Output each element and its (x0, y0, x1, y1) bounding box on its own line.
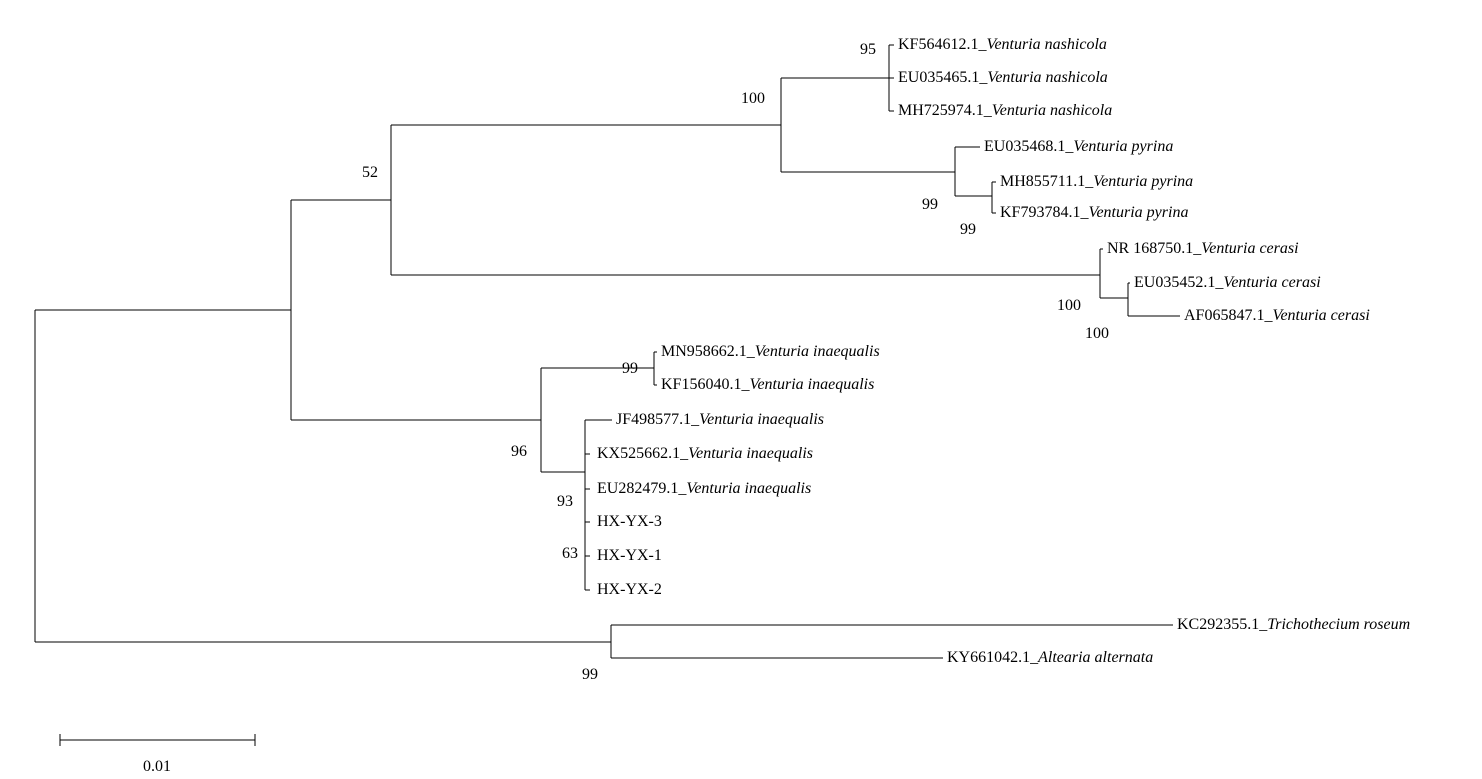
leaf-accession: NR 168750.1_ (1107, 240, 1202, 257)
leaf-label: KY661042.1_Altearia alternata (947, 649, 1153, 666)
leaf-label: KF156040.1_Venturia inaequalis (661, 376, 874, 393)
leaf-species: Venturia inaequalis (686, 480, 811, 497)
leaf-species: Venturia inaequalis (749, 376, 874, 393)
leaf-label: KC292355.1_Trichothecium roseum (1177, 616, 1410, 633)
leaf-accession: KF156040.1_ (661, 376, 750, 393)
leaf-label: EU035465.1_Venturia nashicola (898, 69, 1108, 86)
bootstrap-value: 93 (557, 493, 573, 510)
leaf-species: Venturia nashicola (992, 102, 1112, 119)
leaf-accession: EU035465.1_ (898, 69, 988, 86)
bootstrap-value: 52 (362, 164, 378, 181)
leaf-species: Venturia inaequalis (699, 411, 824, 428)
leaf-label: HX-YX-2 (597, 581, 662, 598)
leaf-accession: HX-YX-2 (597, 581, 662, 598)
leaf-species: Altearia alternata (1037, 649, 1153, 666)
leaf-species: Venturia pyrina (1088, 204, 1188, 221)
leaf-accession: HX-YX-3 (597, 513, 662, 530)
bootstrap-value: 100 (1057, 297, 1081, 314)
leaf-label: HX-YX-1 (597, 547, 662, 564)
leaf-accession: JF498577.1_ (616, 411, 700, 428)
leaf-label: EU282479.1_Venturia inaequalis (597, 480, 811, 497)
scale-bar: 0.01 (59, 734, 256, 775)
bootstrap-value: 99 (622, 360, 638, 377)
leaf-label: KF564612.1_Venturia nashicola (898, 36, 1107, 53)
bootstrap-value: 100 (1085, 325, 1109, 342)
leaf-accession: KF564612.1_ (898, 36, 987, 53)
leaf-label: EU035452.1_Venturia cerasi (1134, 274, 1321, 291)
bootstrap-value: 99 (582, 666, 598, 683)
scale-bar-label: 0.01 (143, 758, 171, 775)
leaf-label: KF793784.1_Venturia pyrina (1000, 204, 1188, 221)
bootstrap-value: 100 (741, 90, 765, 107)
leaf-accession: AF065847.1_ (1184, 307, 1273, 324)
leaf-label: MH725974.1_Venturia nashicola (898, 102, 1112, 119)
leaf-species: Venturia pyrina (1093, 173, 1193, 190)
leaf-species: Venturia nashicola (987, 69, 1107, 86)
leaf-label: KX525662.1_Venturia inaequalis (597, 445, 813, 462)
leaf-label: EU035468.1_Venturia pyrina (984, 138, 1173, 155)
leaf-species: Venturia inaequalis (688, 445, 813, 462)
leaf-species: Venturia pyrina (1073, 138, 1173, 155)
leaf-label: JF498577.1_Venturia inaequalis (616, 411, 824, 428)
leaf-species: Venturia cerasi (1223, 274, 1320, 291)
leaf-accession: EU282479.1_ (597, 480, 687, 497)
leaf-accession: HX-YX-1 (597, 547, 662, 564)
leaf-label: HX-YX-3 (597, 513, 662, 530)
bootstrap-value: 99 (922, 196, 938, 213)
bootstrap-value: 99 (960, 221, 976, 238)
bootstrap-value: 96 (511, 443, 527, 460)
leaf-accession: KF793784.1_ (1000, 204, 1089, 221)
leaf-label: MN958662.1_Venturia inaequalis (661, 343, 880, 360)
leaf-species: Venturia nashicola (986, 36, 1106, 53)
leaf-species: Venturia inaequalis (755, 343, 880, 360)
leaf-accession: MN958662.1_ (661, 343, 756, 360)
leaf-label: AF065847.1_Venturia cerasi (1184, 307, 1370, 324)
leaf-species: Trichothecium roseum (1267, 616, 1410, 633)
bootstrap-value: 95 (860, 41, 876, 58)
leaf-accession: KC292355.1_ (1177, 616, 1268, 633)
leaf-species: Venturia cerasi (1272, 307, 1369, 324)
leaf-labels: KF564612.1_Venturia nashicolaEU035465.1_… (597, 36, 1410, 666)
leaf-accession: EU035452.1_ (1134, 274, 1224, 291)
leaf-accession: KX525662.1_ (597, 445, 689, 462)
leaf-accession: KY661042.1_ (947, 649, 1039, 666)
leaf-label: NR 168750.1_Venturia cerasi (1107, 240, 1299, 257)
leaf-label: MH855711.1_Venturia pyrina (1000, 173, 1193, 190)
leaf-accession: EU035468.1_ (984, 138, 1074, 155)
leaf-accession: MH855711.1_ (1000, 173, 1094, 190)
leaf-species: Venturia cerasi (1201, 240, 1298, 257)
tree-branches (34, 44, 1180, 659)
leaf-accession: MH725974.1_ (898, 102, 993, 119)
bootstrap-value: 63 (562, 545, 578, 562)
